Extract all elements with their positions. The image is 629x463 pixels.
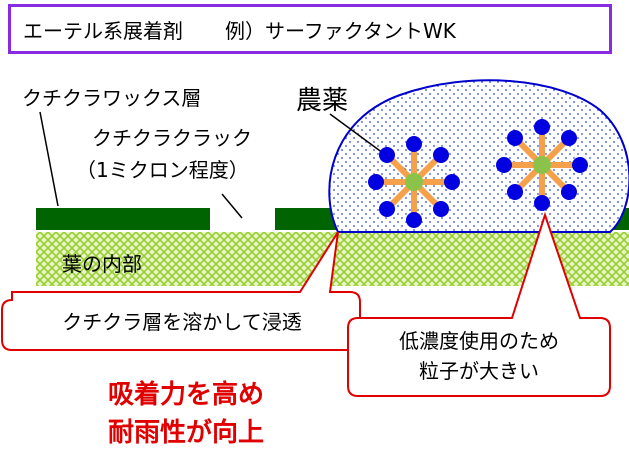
conclusion-line2: 耐雨性が向上 [107,418,264,448]
title-box: エーテル系展着剤 例）サーファクタントWK [8,4,612,54]
droplet [328,79,629,233]
callout-right-line1: 低濃度使用のため [399,329,559,353]
wax-layer-pointer [39,111,59,207]
crack-label: クチクラクラック [92,126,252,150]
crack-size-label: （1ミクロン程度） [76,158,249,182]
particle-1 [368,136,460,228]
crack-pointer [221,193,243,219]
conclusion-line1: 吸着力を高め [107,380,264,410]
pesticide-label: 農薬 [296,86,349,116]
wax-layer-segment-left [36,208,210,230]
wax-layer-label: クチクラワックス層 [22,86,202,110]
callout-right-shape [347,211,611,397]
title-label: エーテル系展着剤 [23,18,183,43]
leaf-interior-label: 葉の内部 [62,252,142,276]
callout-left-text: クチクラ層を溶かして浸透 [62,310,302,334]
callout-right-line2: 粒子が大きい [419,359,539,383]
callout-right-text: 低濃度使用のため 粒子が大きい [352,326,606,386]
particle-2 [496,119,588,211]
title-example: 例）サーファクタントWK [225,18,456,43]
